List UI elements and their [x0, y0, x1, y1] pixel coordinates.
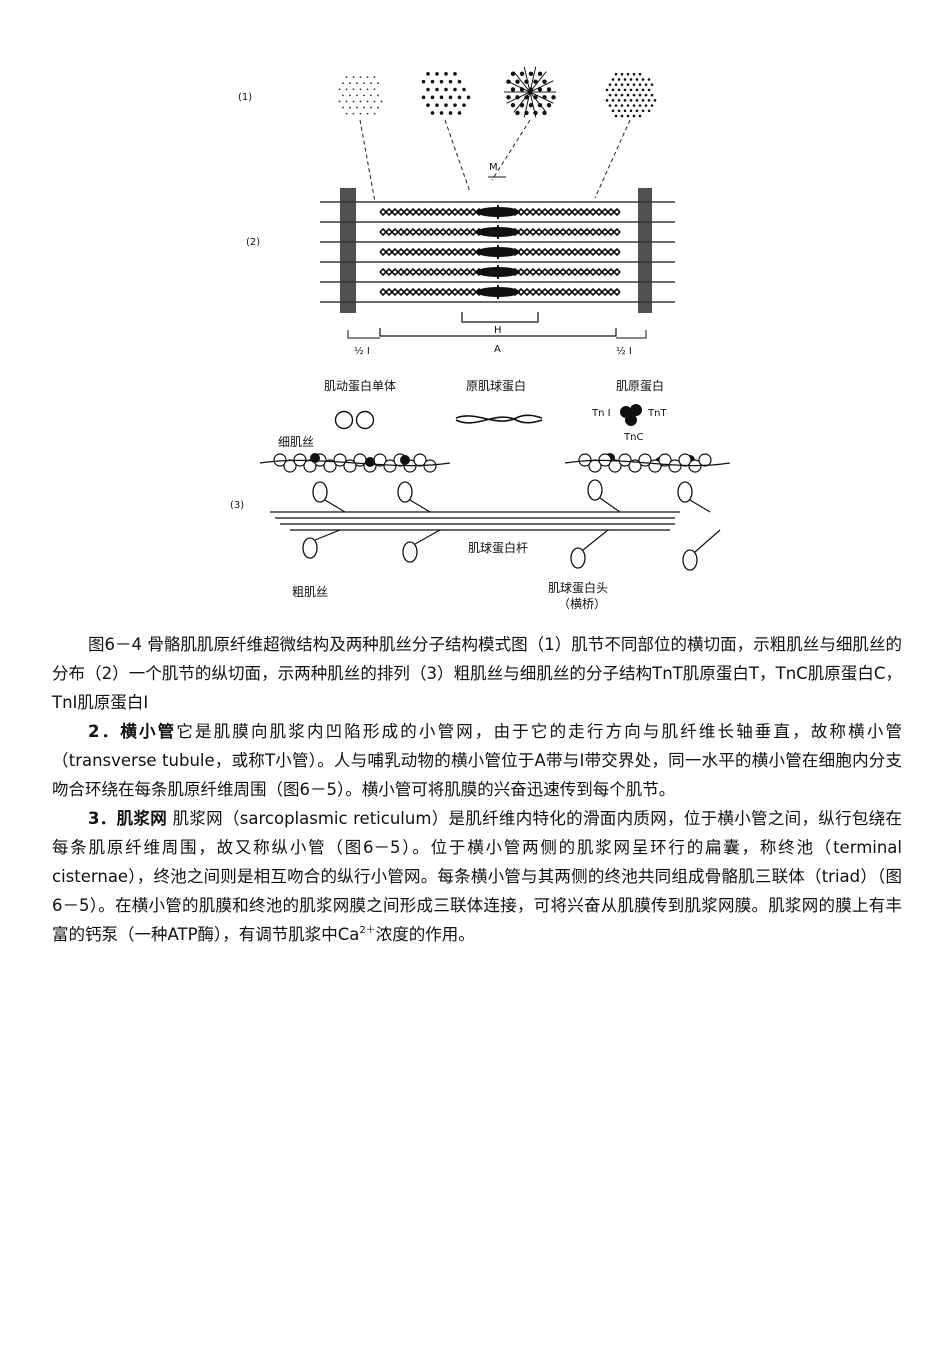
part-label-3: (3)	[230, 500, 244, 511]
section-heading: 肌浆网	[116, 809, 168, 828]
thin-filament-label: 细肌丝	[278, 435, 314, 449]
part-label-1: (1)	[238, 92, 252, 103]
m-line-label: M	[489, 162, 498, 173]
cross-bridge-label: （横桥）	[558, 597, 606, 611]
page-body: 图6－4 骨骼肌肌原纤维超微结构及两种肌丝分子结构模式图（1）肌节不同部位的横切…	[52, 630, 902, 949]
actin-monomer-icon	[355, 410, 375, 430]
figure-caption: 图6－4 骨骼肌肌原纤维超微结构及两种肌丝分子结构模式图（1）肌节不同部位的横切…	[52, 635, 902, 712]
myosin-heads	[302, 479, 721, 571]
cross-sections	[338, 66, 657, 118]
section-text-tail: 浓度的作用。	[375, 925, 475, 944]
tni-label: Tn I	[591, 408, 611, 419]
troponin-label: 肌原蛋白	[616, 378, 664, 393]
cross-section-m-line	[605, 72, 657, 118]
myosin-rod-label: 肌球蛋白杆	[468, 540, 528, 555]
sarcomere-diagram: M H A ½ I ½ I	[320, 162, 675, 357]
section-heading: 横小管	[120, 722, 177, 741]
section-number: 2．	[88, 722, 121, 741]
actin-monomer-label: 肌动蛋白单体	[324, 378, 396, 393]
leader-lines	[359, 119, 631, 203]
z-line-left	[340, 188, 356, 313]
tropomyosin-label: 原肌球蛋白	[466, 378, 526, 393]
section-number: 3．	[88, 809, 117, 828]
superscript: 2＋	[359, 925, 376, 936]
troponin-t-icon	[630, 404, 642, 416]
thick-filament-label: 粗肌丝	[292, 585, 328, 599]
section-sarcoplasmic-reticulum: 3．肌浆网 肌浆网（sarcoplasmic reticulum）是肌纤维内特化…	[52, 804, 902, 949]
section-text: 肌浆网（sarcoplasmic reticulum）是肌纤维内特化的滑面内质网…	[52, 809, 902, 944]
muscle-ultrastructure-figure: (1) (2) (3) M H A ½ I ½ I 肌动蛋白	[230, 66, 730, 611]
myosin-head-label: 肌球蛋白头	[548, 580, 608, 595]
h-zone-label: H	[494, 325, 502, 336]
section-t-tubule: 2．横小管它是肌膜向肌浆内凹陷形成的小管网，由于它的走行方向与肌纤维长轴垂直，故…	[52, 717, 902, 804]
cross-section-i-band	[338, 76, 383, 115]
section-text: 它是肌膜向肌浆内凹陷形成的小管网，由于它的走行方向与肌纤维长轴垂直，故称横小管（…	[52, 722, 903, 799]
troponin-c-icon	[625, 414, 637, 426]
cross-section-h-band	[421, 72, 471, 115]
cross-section-a-band	[504, 66, 556, 118]
molecular-structure: 肌动蛋白单体 原肌球蛋白 肌原蛋白 Tn I TnT TnC 细肌丝 肌球蛋白杆…	[259, 378, 730, 611]
tnc-label: TnC	[623, 432, 643, 443]
tnt-label: TnT	[647, 408, 667, 419]
tropomyosin-icon	[455, 414, 543, 422]
z-line-right	[638, 188, 652, 313]
part-label-2: (2)	[246, 237, 260, 248]
thick-filament	[270, 511, 680, 531]
actin-monomer-icon	[334, 410, 354, 430]
a-band-label: A	[494, 344, 501, 355]
thin-filament-right	[564, 453, 730, 473]
half-i-band-right-label: ½ I	[616, 345, 632, 357]
half-i-band-left-label: ½ I	[354, 345, 370, 357]
